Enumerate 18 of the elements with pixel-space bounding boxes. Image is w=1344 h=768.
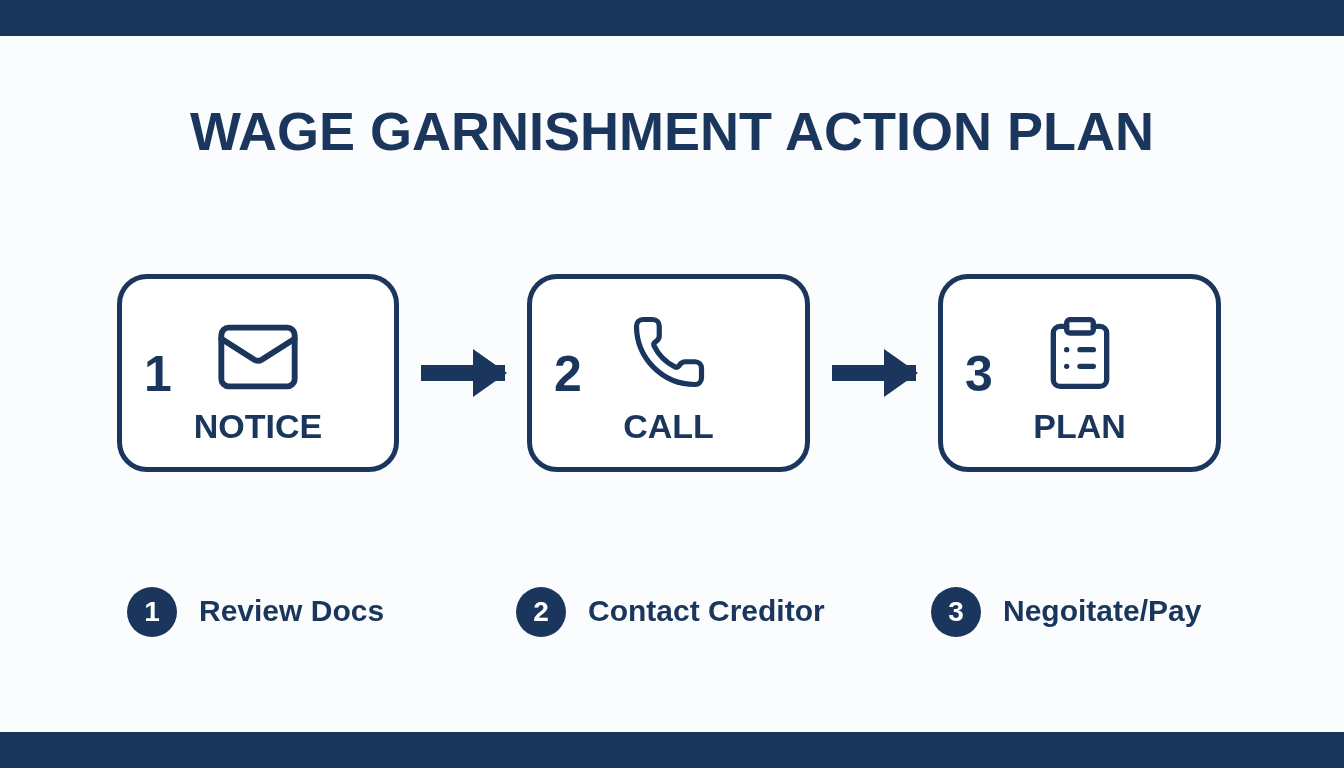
- step-description: Review Docs: [199, 594, 385, 628]
- step-card: [938, 274, 1221, 472]
- step-number: 2: [554, 345, 582, 403]
- step-card: [117, 274, 399, 472]
- step-label: CALL: [623, 407, 714, 446]
- number-circle: 1: [127, 587, 177, 637]
- arrow: [421, 349, 507, 397]
- step-description: Contact Creditor: [588, 594, 825, 628]
- number-circle: 2: [516, 587, 566, 637]
- step-label: PLAN: [1033, 407, 1126, 446]
- arrow: [832, 349, 918, 397]
- step-description: Negoitate/Pay: [1003, 594, 1202, 628]
- title: WAGE GARNISHMENT ACTION PLAN: [189, 100, 1155, 162]
- step-number: 1: [144, 345, 172, 403]
- step-label: NOTICE: [193, 407, 323, 446]
- step-number: 3: [965, 345, 993, 403]
- number-circle: 3: [931, 587, 981, 637]
- step-card: [527, 274, 810, 472]
